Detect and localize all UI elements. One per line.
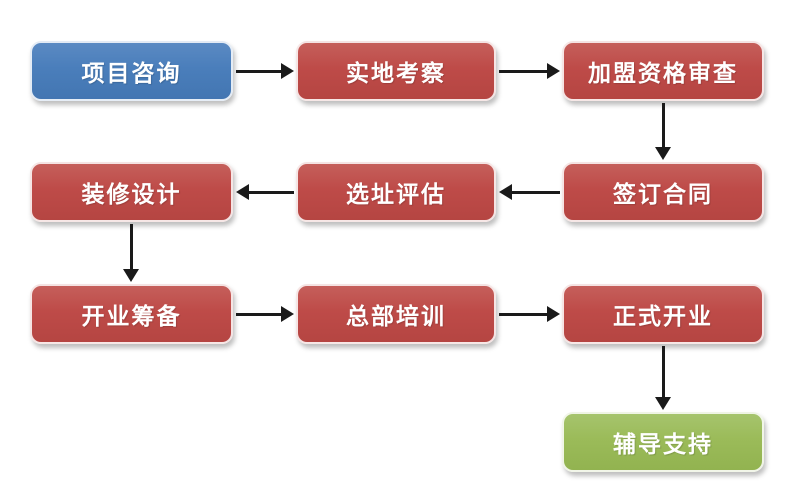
arrow-head-down-icon — [655, 397, 671, 410]
arrow-shaft — [661, 103, 665, 149]
arrow-head-left-icon — [236, 184, 249, 200]
arrow-site-inspection-to-qualification-review — [499, 63, 560, 79]
node-opening-preparation: 开业筹备 — [30, 284, 233, 344]
node-headquarters-training: 总部培训 — [296, 284, 496, 344]
arrow-shaft — [499, 69, 549, 73]
arrow-head-down-icon — [123, 269, 139, 282]
arrow-shaft — [499, 312, 549, 316]
arrow-shaft — [129, 224, 133, 271]
arrow-head-right-icon — [547, 306, 560, 322]
node-franchise-qualification-review: 加盟资格审查 — [562, 41, 764, 101]
node-site-selection-evaluation: 选址评估 — [296, 162, 496, 222]
node-contract-signing: 签订合同 — [562, 162, 764, 222]
arrow-site-selection-evaluation-to-decoration-design — [236, 184, 294, 200]
arrow-head-down-icon — [655, 147, 671, 160]
arrow-shaft — [236, 69, 283, 73]
node-project-consultation: 项目咨询 — [30, 41, 233, 101]
node-grand-opening: 正式开业 — [562, 284, 764, 344]
arrow-shaft — [236, 312, 283, 316]
arrow-headquarters-training-to-grand-opening — [499, 306, 560, 322]
arrow-head-right-icon — [547, 63, 560, 79]
arrow-opening-preparation-to-headquarters-training — [236, 306, 294, 322]
arrow-qualification-review-to-contract-signing — [655, 103, 671, 160]
arrow-project-consultation-to-site-inspection — [236, 63, 294, 79]
arrow-shaft — [510, 190, 560, 194]
node-guidance-support: 辅导支持 — [562, 412, 764, 472]
arrow-head-right-icon — [281, 306, 294, 322]
arrow-shaft — [247, 190, 294, 194]
arrow-shaft — [661, 346, 665, 399]
arrow-head-left-icon — [499, 184, 512, 200]
arrow-contract-signing-to-site-selection-evaluation — [499, 184, 560, 200]
arrow-head-right-icon — [281, 63, 294, 79]
node-site-inspection: 实地考察 — [296, 41, 496, 101]
arrow-decoration-design-to-opening-preparation — [123, 224, 139, 282]
node-decoration-design: 装修设计 — [30, 162, 233, 222]
arrow-grand-opening-to-guidance-support — [655, 346, 671, 410]
